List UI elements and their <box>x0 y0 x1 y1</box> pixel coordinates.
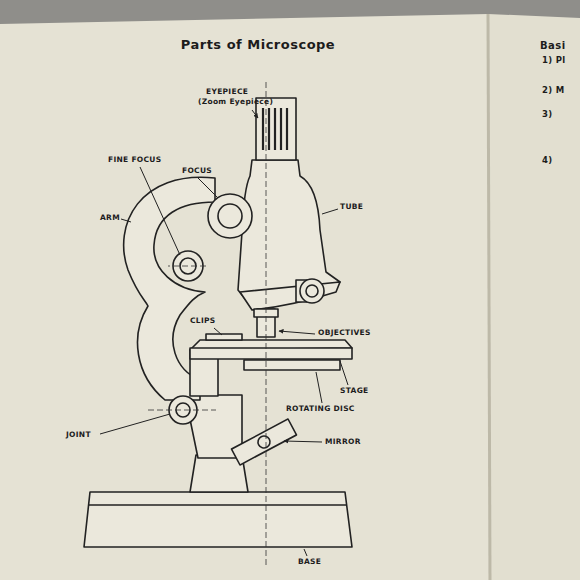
part-label: ARM <box>100 214 120 222</box>
focus-knob-center <box>218 204 242 228</box>
part-label: CLIPS <box>190 317 215 325</box>
part-label: EYEPIECE <box>206 88 248 96</box>
clip-shape <box>206 334 242 340</box>
part-label: JOINT <box>66 431 91 439</box>
center-axis <box>148 82 266 566</box>
part-label: MIRROR <box>325 438 361 446</box>
eyepiece-stripes <box>263 108 287 150</box>
eyepiece-shape <box>256 98 296 160</box>
mirror-shape <box>232 419 297 465</box>
page-heading: Basi <box>540 40 566 51</box>
rotating-disc-shape <box>244 360 340 370</box>
page-title: Parts of Microscope <box>181 38 335 52</box>
knob-center <box>306 285 318 297</box>
base-shape <box>84 492 352 547</box>
leader-lines <box>100 110 348 556</box>
part-label: (Zoom Eyepiece) <box>198 98 273 106</box>
left-page <box>0 14 488 580</box>
nosepiece <box>240 282 340 310</box>
gutter <box>488 14 490 580</box>
list-item: 3) <box>542 110 552 119</box>
focus-knob <box>208 194 252 238</box>
list-item: 4) <box>542 156 552 165</box>
tube-body <box>238 160 340 300</box>
base-edge <box>88 504 347 506</box>
stage-plate <box>190 348 352 359</box>
part-label: TUBE <box>340 203 363 211</box>
part-label: STAGE <box>340 387 369 395</box>
right-page <box>488 14 580 580</box>
part-label: BASE <box>298 558 321 566</box>
list-item: 2) M <box>542 86 564 95</box>
list-item: 1) Pl <box>542 56 565 65</box>
joint-knob <box>169 396 197 424</box>
part-label: OBJECTIVES <box>318 329 371 337</box>
part-label: FOCUS <box>182 167 212 175</box>
part-label: FINE FOCUS <box>108 156 161 164</box>
knob <box>300 279 324 303</box>
part-label: ROTATING DISC <box>286 405 355 413</box>
